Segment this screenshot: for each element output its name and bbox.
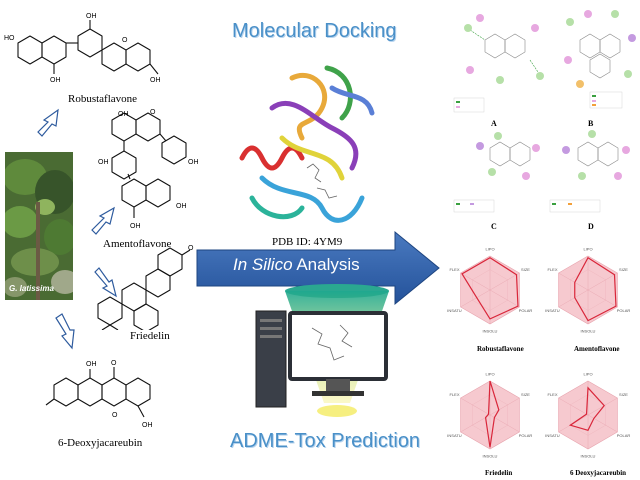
radar-axis-label-1-5: FLEX <box>547 267 557 272</box>
panel-letter-b: B <box>588 119 594 128</box>
arrow-to-friedelin <box>94 267 117 298</box>
radar-axis-label-1-1: SIZE <box>619 267 628 272</box>
radar-spoke-0-5 <box>460 272 491 291</box>
radar-profile-2 <box>484 380 500 448</box>
radar-axis-label-2-4: INSATU <box>447 433 461 438</box>
radar-axis-label-1-2: POLAR <box>617 308 631 313</box>
radar-spoke-2-1 <box>489 397 520 416</box>
interaction-diagram-c <box>453 132 540 213</box>
compound-label-friedelin: Friedelin <box>130 330 170 342</box>
radar-axis-label-3-3: INSOLU <box>581 454 596 459</box>
svg-text:O: O <box>112 412 118 419</box>
radar-axis-label-2-0: LIPO <box>485 372 494 377</box>
radar-spoke-0-2 <box>489 289 520 308</box>
svg-text:O: O <box>188 245 194 252</box>
svg-text:OH: OH <box>98 159 109 166</box>
radar-axis-label-0-0: LIPO <box>485 247 494 252</box>
radar-axis-label-0-1: SIZE <box>521 267 530 272</box>
radar-axis-label-3-0: LIPO <box>583 372 592 377</box>
radar-axis-label-1-0: LIPO <box>583 247 592 252</box>
svg-text:OH: OH <box>188 159 199 166</box>
interaction-diagram-d <box>549 130 630 213</box>
radar-axis-label-1-3: INSOLU <box>581 329 596 334</box>
in-silico-italic: In Silico <box>233 255 293 274</box>
compound-label-amentoflavone: Amentoflavone <box>103 238 172 250</box>
svg-text:O: O <box>111 360 117 367</box>
radar-axis-label-0-4: INSATU <box>447 308 461 313</box>
interaction-diagram-a <box>453 14 544 113</box>
panel-letter-d: D <box>588 222 594 231</box>
radar-spoke-1-5 <box>558 272 589 291</box>
radar-title-amentoflavone: Amentoflavone <box>574 345 620 353</box>
svg-text:OH: OH <box>86 13 97 20</box>
amentoflavone-structure: OH O OH OH OH OH <box>98 109 199 230</box>
radar-spoke-3-2 <box>587 414 618 433</box>
robustaflavone-structure: OH HO OH OH O <box>4 13 161 84</box>
deoxyjacareubin-structure: OH O O OH <box>45 360 153 429</box>
radar-spoke-3-1 <box>587 397 618 416</box>
panel-letter-a: A <box>491 119 497 128</box>
svg-text:O: O <box>150 109 156 116</box>
radar-axis-label-3-1: SIZE <box>619 392 628 397</box>
svg-text:O: O <box>122 37 128 44</box>
panel-letter-c: C <box>491 222 497 231</box>
protein-structure <box>239 65 375 223</box>
analysis-word: Analysis <box>292 255 360 274</box>
interaction-diagrams <box>453 10 636 213</box>
radar-axis-label-3-4: INSATU <box>545 433 559 438</box>
adme-title: ADME-Tox Prediction <box>230 430 421 452</box>
radar-spoke-0-1 <box>489 272 520 291</box>
branch-arrows <box>37 108 117 350</box>
svg-text:OH: OH <box>50 77 61 84</box>
radar-axis-label-0-5: FLEX <box>449 267 459 272</box>
svg-text:OH: OH <box>118 111 129 118</box>
radar-title-robustaflavone: Robustaflavone <box>477 345 524 353</box>
pdb-id-label: PDB ID: 4YM9 <box>272 236 343 248</box>
arrow-to-robustaflavone <box>37 108 59 137</box>
radar-axis-label-0-3: INSOLU <box>483 329 498 334</box>
computer-tower <box>255 310 287 408</box>
radar-spoke-1-1 <box>587 272 618 291</box>
svg-text:OH: OH <box>86 361 97 368</box>
svg-text:HO: HO <box>4 35 15 42</box>
analysis-arrow <box>196 230 440 306</box>
svg-text:OH: OH <box>176 203 187 210</box>
arrow-to-amentoflavone <box>91 206 115 235</box>
friedelin-structure: O <box>97 245 194 330</box>
radar-axis-label-2-2: POLAR <box>519 433 533 438</box>
radar-title-friedelin: Friedelin <box>485 469 513 477</box>
radar-spoke-1-2 <box>587 289 618 308</box>
plant-photo: G. latissima <box>5 152 73 300</box>
radar-spoke-3-5 <box>558 397 589 416</box>
radar-axis-label-2-1: SIZE <box>521 392 530 397</box>
radar-axis-label-2-3: INSOLU <box>483 454 498 459</box>
radar-profile-3 <box>568 386 605 432</box>
radar-profile-1 <box>574 256 617 322</box>
radar-profile-0 <box>461 256 519 320</box>
plant-label: G. latissima <box>9 284 54 293</box>
compound-label-deoxyjacareubin: 6-Deoxyjacareubin <box>58 437 143 449</box>
svg-text:OH: OH <box>130 223 141 230</box>
computer-monitor <box>288 311 388 381</box>
computer-illustration <box>255 284 389 417</box>
radar-axis-label-2-5: FLEX <box>449 392 459 397</box>
radar-axis-label-3-2: POLAR <box>617 433 631 438</box>
in-silico-analysis-label: In Silico Analysis <box>233 255 360 275</box>
svg-text:OH: OH <box>142 422 153 429</box>
svg-text:OH: OH <box>150 77 161 84</box>
interaction-diagram-b <box>564 10 636 109</box>
radar-spoke-1-4 <box>558 289 589 308</box>
docking-title: Molecular Docking <box>232 20 397 42</box>
radar-axis-label-0-2: POLAR <box>519 308 533 313</box>
radar-spoke-0-4 <box>460 289 491 308</box>
radar-axis-label-3-5: FLEX <box>547 392 557 397</box>
bioavailability-radars: LIPO SIZE POLAR INSOLU INSATU FLEX LIPO SIZE POL… <box>447 247 631 459</box>
radar-axis-label-1-4: INSATU <box>545 308 559 313</box>
compound-label-robustaflavone: Robustaflavone <box>68 93 138 105</box>
arrow-to-deoxyjacareubin <box>55 313 75 350</box>
radar-spoke-2-5 <box>460 397 491 416</box>
radar-title-deoxyjacareubin: 6 Deoxyjacareubin <box>570 469 627 477</box>
